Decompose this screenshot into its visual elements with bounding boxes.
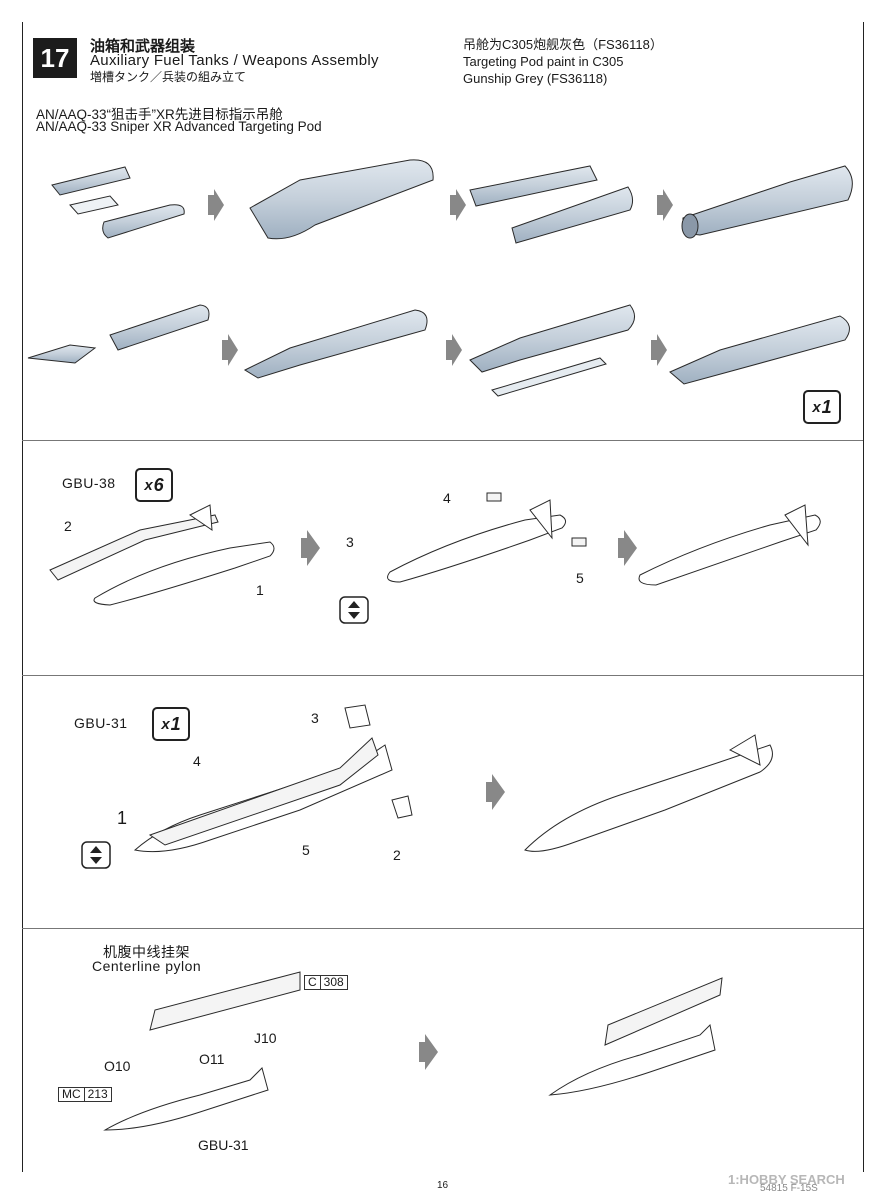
- pylon-label-cn: 机腹中线挂架: [103, 944, 190, 960]
- gbu38-part-1: 1: [256, 582, 264, 598]
- pod-step7-pylon: [469, 304, 635, 397]
- watermark: 1:HOBBY SEARCH: [728, 1172, 845, 1187]
- pod-step8-final: [669, 315, 850, 385]
- page-number: 16: [437, 1180, 449, 1191]
- product-code: 54815 F-15S: [760, 1183, 818, 1194]
- gbu38-label: GBU-38: [62, 475, 116, 491]
- gbu31-part-5: 5: [302, 842, 310, 858]
- part-ref-number: 308: [323, 975, 344, 989]
- paint-note-cn: 吊舱为C305炮舰灰色（FS36118）: [463, 37, 663, 52]
- gbu38-exploded: [49, 504, 275, 606]
- pod-step5-parts: [27, 304, 210, 364]
- part-ref-number: 213: [87, 1087, 108, 1101]
- pylon-part-o10: O10: [104, 1058, 131, 1074]
- gbu31-label: GBU-31: [74, 715, 128, 731]
- gbu31-part-1: 1: [117, 808, 128, 828]
- pylon-part-o11: O11: [199, 1051, 225, 1067]
- gbu38-final: [638, 504, 821, 586]
- pod-step2-assembled: [249, 159, 434, 240]
- gbu38-part-2: 2: [64, 518, 72, 534]
- qty-x: x: [144, 476, 153, 494]
- pylon-label-en: Centerline pylon: [92, 958, 202, 974]
- gbu31-part-3: 3: [311, 710, 319, 726]
- pod-label-en: AN/AAQ-33 Sniper XR Advanced Targeting P…: [36, 119, 322, 134]
- gbu31-exploded: [133, 704, 413, 853]
- paint-note-en1: Targeting Pod paint in C305: [463, 54, 624, 69]
- paint-note-en2: Gunship Grey (FS36118): [463, 71, 608, 86]
- part-ref-letter: C: [305, 976, 321, 989]
- gbu31-part-2: 2: [393, 847, 401, 863]
- pod-step3-parts: [469, 165, 634, 244]
- pod-label-cn: AN/AAQ-33“狙击手”XR先进目标指示吊舱: [36, 107, 283, 122]
- paint-note: 吊舱为C305炮舰灰色（FS36118） Targeting Pod paint…: [463, 36, 663, 87]
- qty-number: 1: [170, 713, 181, 734]
- gbu38-part-3: 3: [346, 534, 354, 550]
- step-arrows: [208, 189, 673, 1070]
- section-divider: [22, 675, 863, 676]
- gbu31-final: [524, 734, 773, 852]
- qty-x: x: [161, 715, 170, 733]
- title-chinese: 油箱和武器组装: [90, 38, 196, 55]
- pylon-part-gbu31: GBU-31: [198, 1137, 249, 1153]
- gbu38-step2: [387, 492, 587, 583]
- title-japanese: 増槽タンク／兵装の組み立て: [90, 70, 247, 84]
- part-ref-letter: MC: [59, 1088, 85, 1101]
- pod-step6-assembled: [243, 309, 428, 379]
- up-down-hint-icons: [81, 596, 369, 869]
- pylon-final: [548, 977, 723, 1096]
- qty-number: 6: [153, 474, 164, 495]
- section-divider: [22, 440, 863, 441]
- pylon-exploded: [103, 971, 301, 1131]
- pylon-part-j10: J10: [254, 1030, 277, 1046]
- step-number-badge: 17: [33, 38, 77, 78]
- page-frame: [22, 22, 864, 1172]
- gbu31-part-4: 4: [193, 753, 201, 769]
- pod-step1-parts: [51, 166, 185, 239]
- qty-x: x: [812, 398, 821, 416]
- gbu38-part-4: 4: [443, 490, 451, 506]
- qty-number: 1: [821, 396, 832, 417]
- section-divider: [22, 928, 863, 929]
- gbu38-part-5: 5: [576, 570, 584, 586]
- title-english: Auxiliary Fuel Tanks / Weapons Assembly: [90, 52, 379, 69]
- pod-step4-body: [681, 165, 853, 239]
